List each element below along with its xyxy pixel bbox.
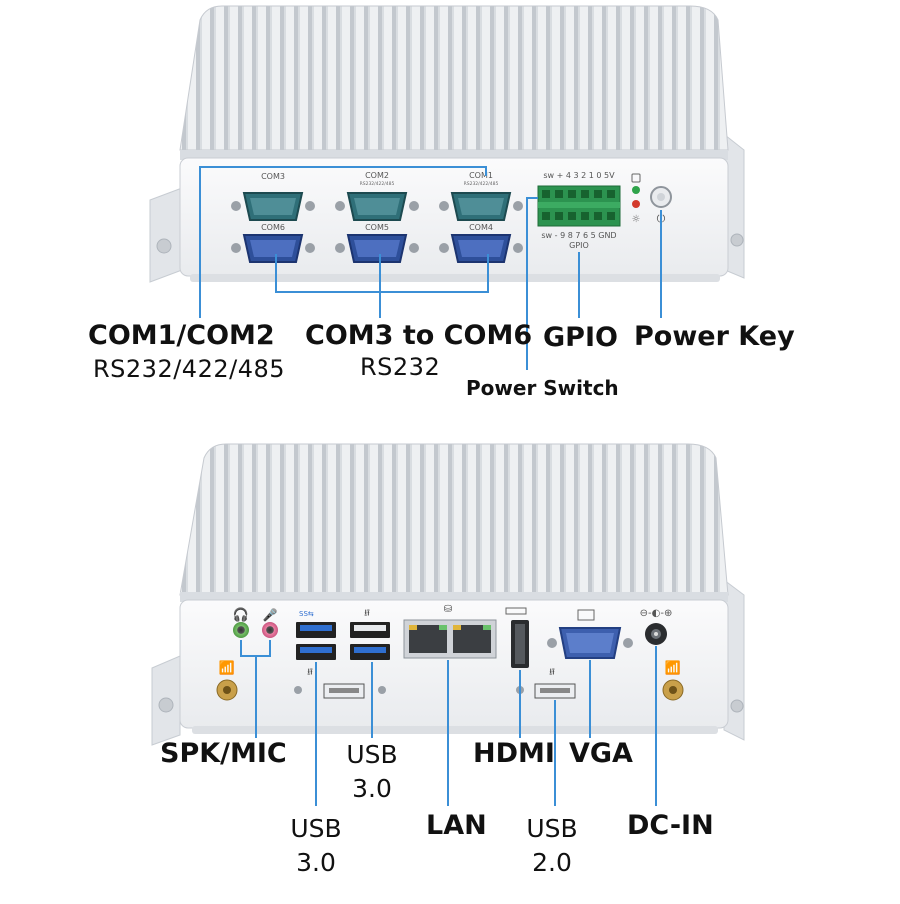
vga-port: [547, 627, 633, 659]
headphone-icon: 🎧: [233, 607, 249, 623]
monitor-icon: [577, 609, 595, 621]
usb3-logo: SS⇆: [299, 610, 314, 618]
dc-in-jack: [645, 623, 667, 645]
lan-ports: [403, 619, 497, 659]
usb20-line2: 2.0: [532, 847, 572, 877]
com1-port: [439, 192, 523, 221]
gpio-top-pin-label: sw + 4 3 2 1 0 5V: [543, 171, 615, 180]
com3-com6-label: COM3 to COM6: [305, 320, 533, 351]
hdmi-label: HDMI: [473, 738, 555, 769]
com1-com2-label: COM1/COM2: [88, 320, 275, 351]
com3-silk-label: COM3: [261, 172, 285, 181]
usb-icon-left: ⭿: [307, 668, 313, 678]
hdmi-port: [511, 620, 529, 668]
com5-silk-label: COM5: [365, 223, 389, 232]
wifi-icon-right: 📶: [665, 660, 681, 676]
usb-port-right-stack: [350, 622, 390, 660]
bottom-device: 🎧 🎤 📶 📶 SS⇆ ⭿ ⭿: [151, 443, 745, 806]
hdmi-icon: [505, 607, 527, 615]
antenna-left: [216, 679, 238, 701]
top-device: COM3 COM2 RS232/422/485 COM1 RS232/422/4…: [149, 5, 745, 370]
usb30-label-left: USB 3.0: [284, 812, 348, 880]
dc-in-label: DC-IN: [627, 810, 714, 841]
com1-com2-sub-label: RS232/422/485: [93, 355, 286, 383]
usb20-label: USB 2.0: [520, 812, 584, 880]
network-icon: ⛁: [444, 604, 452, 615]
speaker-jack: [233, 622, 249, 638]
com6-port: [231, 234, 315, 263]
com2-silk-sub: RS232/422/485: [360, 181, 395, 187]
mic-jack: [262, 622, 278, 638]
com2-port: [335, 192, 419, 221]
com3-com6-sub-label: RS232: [360, 353, 441, 381]
usb-icon-right: ⭿: [549, 668, 555, 678]
gpio-bottom-pin-label: sw - 9 8 7 6 5 GND: [541, 231, 616, 240]
com6-silk-label: COM6: [261, 223, 285, 232]
gpio-silk-label: GPIO: [569, 241, 589, 250]
com1-silk-label: COM1: [469, 171, 493, 180]
hdd-icon: [631, 173, 641, 183]
power-led: [632, 186, 640, 194]
usb30-left-line2: 3.0: [296, 847, 336, 877]
com4-silk-label: COM4: [469, 223, 493, 232]
antenna-right: [662, 679, 684, 701]
usb30-stack-line1: USB: [346, 740, 398, 769]
top-heatsink: [179, 5, 729, 151]
left-bracket-top: [149, 187, 183, 283]
spk-mic-label: SPK/MIC: [160, 738, 287, 769]
power-key-label: Power Key: [634, 321, 795, 352]
light-icon: ☼: [632, 214, 641, 225]
microphone-icon: 🎤: [263, 607, 278, 622]
power-switch-label: Power Switch: [466, 376, 619, 400]
gpio-label: GPIO: [543, 322, 618, 353]
top-callout-lines: [199, 166, 662, 370]
usb30-left-line1: USB: [290, 814, 342, 843]
wifi-icon-left: 📶: [219, 660, 235, 676]
com1-silk-sub: RS232/422/485: [464, 181, 499, 187]
hdd-led: [632, 200, 640, 208]
vga-label: VGA: [569, 738, 633, 769]
bottom-callout-lines: [240, 640, 657, 806]
gpio-terminal-block: [537, 185, 621, 227]
bottom-heatsink: [179, 443, 729, 596]
usb20-line1: USB: [526, 814, 578, 843]
com5-port: [335, 234, 419, 263]
usb30-stack-line2: 3.0: [352, 773, 392, 803]
usb30-label-stack: USB 3.0: [340, 738, 404, 806]
com3-port: [231, 192, 315, 221]
com4-port: [439, 234, 523, 263]
dc-polarity-icon: ⊖-◐-⊕: [640, 608, 673, 619]
com2-silk-label: COM2: [365, 171, 389, 180]
usb-icon-stack: ⭿: [364, 609, 370, 619]
lan-label: LAN: [426, 810, 487, 841]
usb30-port-left: [296, 622, 336, 660]
